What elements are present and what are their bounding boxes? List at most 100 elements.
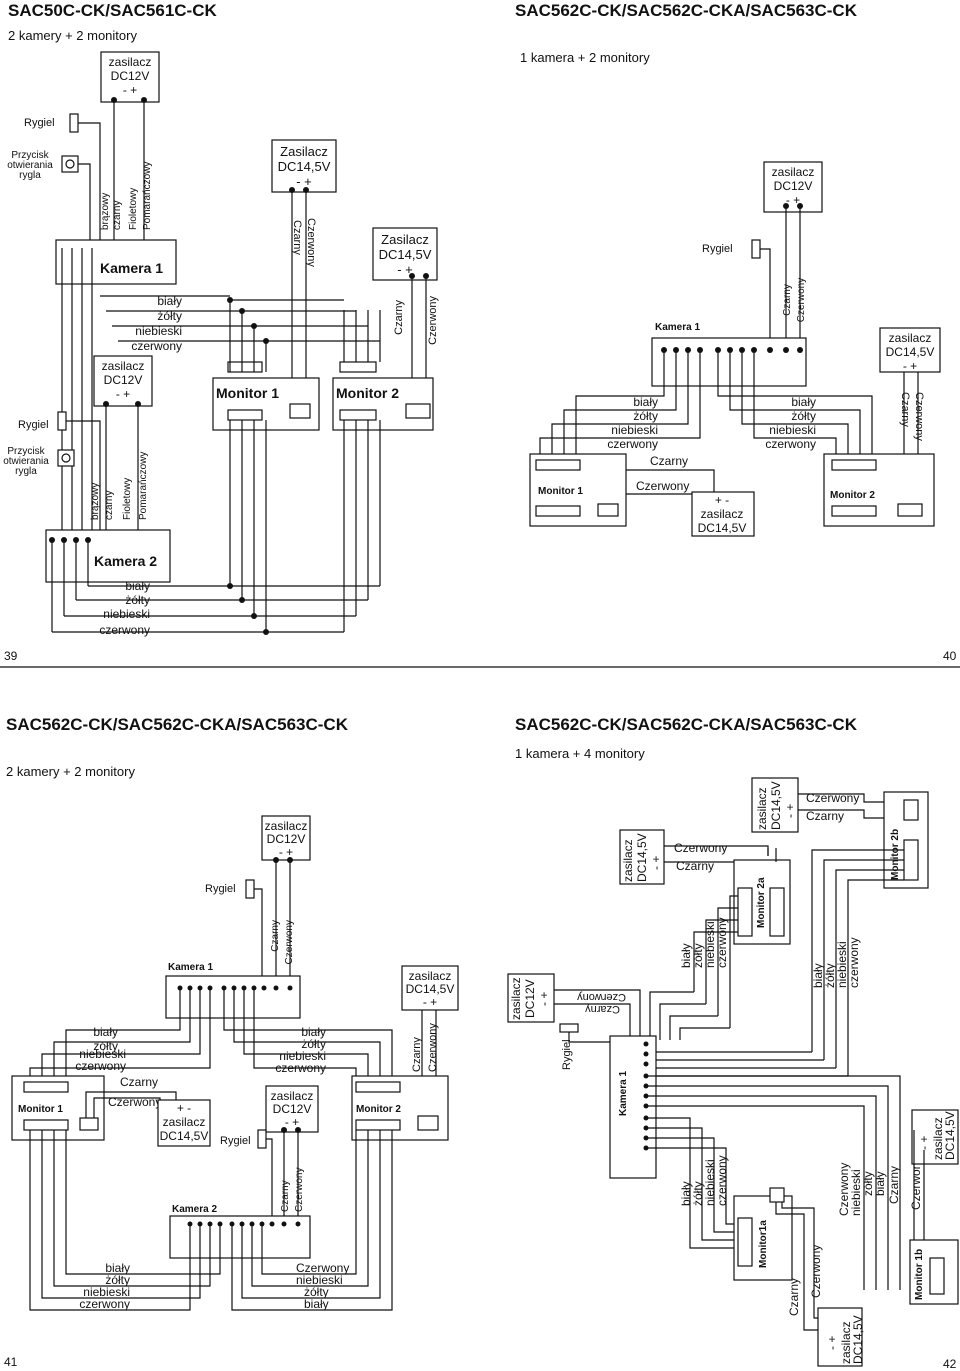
cam1-wires	[100, 295, 266, 342]
p40-wire-left-blue: niebieski	[611, 423, 658, 437]
p41-lock2-label: Rygiel	[220, 1135, 251, 1147]
camera-1	[55, 239, 177, 285]
psu-m1-line2: DC14,5V	[278, 159, 331, 174]
wire-mid-violet: Fioletowy	[122, 478, 133, 520]
p41-psu-m1-wire-red: Czerwony	[108, 1095, 161, 1109]
junction-dot	[251, 613, 257, 619]
p40-wires-left	[539, 350, 701, 462]
p42-wire-2a-white: biały	[679, 943, 693, 968]
button-top-line3: rygla	[19, 170, 41, 181]
terminal-dot	[261, 985, 267, 991]
terminal-dot	[281, 1221, 287, 1227]
p42-psu-2b-line1: zasilacz	[755, 787, 769, 830]
p42-psu-1b	[911, 1109, 959, 1165]
p41-bottom-right-white: biały	[304, 1297, 329, 1311]
p40-psu-m1-line2: zasilacz	[701, 507, 744, 521]
terminal-block	[23, 1081, 69, 1093]
page-40-title: SAC562C-CK/SAC562C-CKA/SAC563C-CK	[515, 1, 858, 20]
p42-lock-wire-red: Czerwony	[577, 991, 626, 1003]
p40-psu-monitor-1	[691, 491, 755, 537]
wires-top-camera1	[78, 100, 145, 245]
p42-psu-2a-line2: DC14,5V	[635, 833, 649, 882]
p42-psu-1b-line3: - +	[917, 1136, 931, 1150]
terminal-block	[339, 409, 377, 421]
p41-psu-m2-line3: - +	[423, 995, 437, 1009]
camera-1-bus	[61, 248, 93, 530]
p41-lock2-wires	[266, 1130, 299, 1224]
psu-top-line2: DC12V	[111, 69, 150, 83]
psu-m2-wire-red: Czerwony	[427, 296, 439, 345]
p42-monitor-1b-label: Monitor 1b	[914, 1249, 925, 1300]
monitor-1-bus	[229, 300, 267, 632]
p40-monitor-1-label: Monitor 1	[538, 486, 583, 497]
p41-wires-left	[29, 988, 211, 1090]
p40-psu-m2-line2: DC14,5V	[886, 345, 935, 359]
page-41-title: SAC562C-CK/SAC562C-CKA/SAC563C-CK	[6, 715, 349, 734]
terminal-dot	[643, 1051, 649, 1057]
terminal-block	[339, 361, 377, 373]
psu-m1-wires	[291, 190, 307, 408]
p40-psu-m2-wire-black: Czarny	[899, 392, 911, 427]
p41-psu-cam2-line1: zasilacz	[271, 1089, 314, 1103]
p41-psu-m2-wire-red: Czerwony	[427, 1023, 439, 1072]
p41-monitor-1-label: Monitor 1	[18, 1104, 63, 1115]
terminal-block	[289, 403, 311, 419]
junction-dot	[227, 583, 233, 589]
terminal-dot	[295, 1221, 301, 1227]
psu-m2-line3: - +	[397, 262, 413, 277]
p42-psu-cam-line2: DC12V	[523, 979, 537, 1018]
p42-monitor-2b-label: Monitor 2b	[890, 829, 901, 880]
p42-wire-1b-red: Czerwony	[837, 1163, 851, 1216]
terminal-block	[355, 1081, 401, 1093]
terminal-dot	[797, 347, 803, 353]
p40-monitor-2-label: Monitor 2	[830, 490, 875, 501]
p41-camera-2-label: Kamera 2	[172, 1204, 217, 1215]
wire-mid-orange: Pomarańczowy	[138, 452, 149, 520]
p42-wires-2b	[648, 849, 904, 1077]
terminal-dot	[287, 985, 293, 991]
p41-psu-m1-line3: DC14,5V	[160, 1129, 209, 1143]
p41-psu-m2-wire-black: Czarny	[411, 1037, 423, 1072]
cam1-wire-white: biały	[157, 294, 182, 308]
p41-wires-right	[223, 988, 393, 1090]
p41-psu-cam1-line3: - +	[279, 845, 293, 859]
p42-wire-1b-blue: niebieski	[849, 1169, 863, 1216]
p42-psu-2b-wire-black: Czarny	[806, 809, 844, 823]
psu-top-line1: zasilacz	[109, 55, 152, 69]
wires-mid-camera2	[66, 404, 139, 535]
page-42-subtitle: 1 kamera + 4 monitory	[515, 746, 645, 761]
p40-wire-left-red: czerwony	[607, 437, 658, 451]
psu-mid-line3: - +	[116, 387, 130, 401]
p41-psu-monitor-2	[401, 965, 459, 1011]
p40-psu-m2-line3: - +	[903, 359, 917, 373]
psu-m2-wire-black: Czarny	[393, 300, 405, 335]
wire-top-brown: brązowy	[100, 193, 111, 230]
p40-lock-label: Rygiel	[702, 243, 733, 255]
wire-top-orange: Pomarańczowy	[142, 162, 153, 230]
wire-top-violet: Fioletowy	[128, 188, 139, 230]
button-top-icon-circle	[65, 159, 75, 169]
terminal-dot	[273, 985, 279, 991]
p41-wire-left-white: biały	[93, 1025, 118, 1039]
p41-monitor-2-label: Monitor 2	[356, 1104, 401, 1115]
p40-psu-m2-wire-red: Czerwony	[913, 392, 925, 441]
p42-monitor-1a-label: Monitor1a	[758, 1220, 769, 1268]
p42-psu-cam	[507, 973, 555, 1023]
p40-lock-icon	[751, 239, 761, 259]
p40-psu-cam-line3: - +	[786, 193, 800, 207]
p41-camera-1	[165, 975, 301, 1019]
p42-psu-2b	[751, 777, 799, 833]
page-40-subtitle: 1 kamera + 2 monitory	[520, 50, 650, 65]
terminal-block	[903, 799, 919, 821]
p42-psu-1a-wire-black: Czarny	[787, 1278, 801, 1316]
p42-lock-wire-black: Czarny	[585, 1003, 620, 1015]
terminal-block	[897, 503, 923, 517]
cam1-wire-yellow: żółty	[157, 309, 182, 323]
button-top-line1: Przycisk	[11, 150, 49, 161]
p40-wires-right	[717, 350, 873, 462]
psu-top-line3: - +	[123, 83, 137, 97]
monitor-2-label: Monitor 2	[336, 385, 399, 401]
page-41-number: 41	[4, 1355, 18, 1369]
wire-mid-black: czarny	[104, 491, 115, 520]
camera-2-bus	[51, 540, 89, 632]
